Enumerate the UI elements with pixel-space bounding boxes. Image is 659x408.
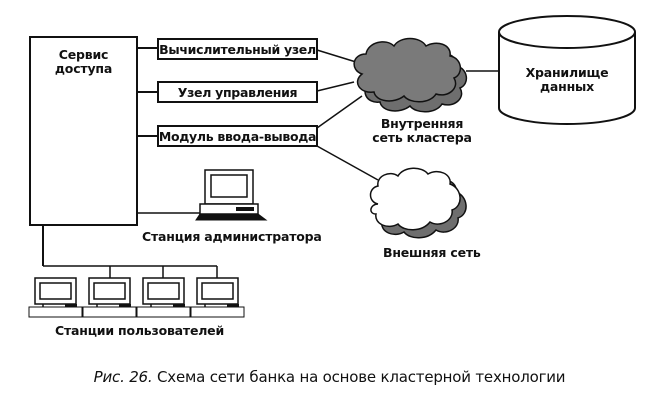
connector-io-cloud: [316, 95, 363, 129]
storage-label: Хранилище данных: [510, 66, 624, 94]
connector-control-cloud: [316, 81, 355, 92]
compute-node-label: Вычислительный узел: [159, 41, 316, 57]
caption-text: Схема сети банка на основе кластерной те…: [152, 368, 566, 386]
admin-computer-icon: [195, 169, 268, 221]
user-stations-label: Станции пользователей: [55, 323, 225, 338]
internal-cloud-main: [353, 37, 462, 103]
external-network-label: Внешняя сеть: [383, 245, 481, 260]
storage-top: [498, 15, 636, 49]
external-cloud-main: [369, 167, 461, 231]
internal-network-label: Внутренняя сеть кластера: [372, 117, 472, 145]
user-computer-icon: [82, 277, 137, 318]
storage-line2: данных: [540, 79, 594, 94]
figure-caption: Рис. 26. Схема сети банка на основе клас…: [0, 368, 659, 386]
io-module-label: Модуль ввода-вывода: [158, 128, 317, 144]
control-node-label: Узел управления: [177, 84, 298, 100]
storage-cylinder: [498, 15, 636, 125]
internal-network-cloud: [353, 37, 468, 113]
access-service-line1: Сервис: [58, 47, 109, 62]
admin-station-label: Станция администратора: [142, 229, 322, 244]
user-computer-icon: [190, 277, 245, 318]
user-stations-group: [28, 277, 245, 318]
internal-network-line2: сеть кластера: [372, 130, 472, 145]
storage-line1: Хранилище: [525, 65, 609, 80]
storage-body: [498, 32, 636, 125]
control-node-box: Узел управления: [157, 81, 318, 103]
access-service-label: Сервис доступа: [29, 48, 138, 76]
user-computer-icon: [28, 277, 83, 318]
caption-prefix: Рис. 26.: [93, 368, 153, 386]
internal-network-line1: Внутренняя: [380, 116, 464, 131]
compute-node-box: Вычислительный узел: [157, 38, 318, 60]
user-computer-icon: [136, 277, 191, 318]
access-service-line2: доступа: [54, 61, 113, 76]
access-service-box: [29, 36, 138, 226]
connector-compute-cloud: [316, 49, 357, 63]
connector-io-external: [316, 145, 379, 181]
external-network-cloud: [369, 167, 467, 239]
io-module-box: Модуль ввода-вывода: [157, 125, 318, 147]
